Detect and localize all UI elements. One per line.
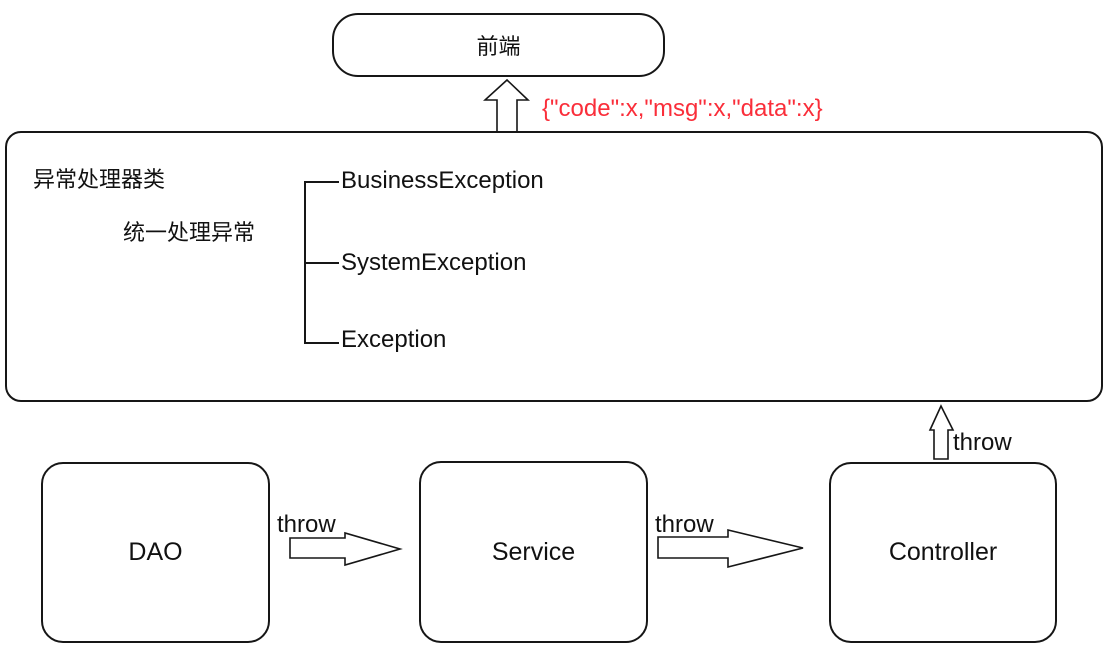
service-label: Service — [491, 537, 576, 566]
tree-branch-line — [305, 342, 339, 344]
throw-label-service-controller: throw — [655, 511, 714, 538]
frontend-label: 前端 — [476, 34, 521, 59]
frontend-box: 前端 — [332, 13, 665, 77]
exception-item-exception: Exception — [341, 326, 447, 353]
up-arrow-icon — [483, 78, 530, 134]
exception-handler-box — [5, 131, 1103, 402]
tree-branch-line — [305, 262, 339, 264]
controller-box: Controller — [829, 462, 1057, 643]
handler-title: 异常处理器类 — [33, 167, 166, 192]
handler-subtitle: 统一处理异常 — [123, 220, 256, 245]
right-arrow-icon — [289, 531, 403, 567]
exception-item-system: SystemException — [341, 249, 527, 276]
dao-label: DAO — [128, 538, 183, 566]
response-json-label: {"code":x,"msg":x,"data":x} — [542, 95, 823, 122]
controller-label: Controller — [888, 538, 998, 566]
service-box: Service — [419, 461, 648, 643]
right-arrow-icon — [657, 528, 804, 569]
throw-label-dao-service: throw — [277, 511, 336, 538]
up-arrow-icon — [928, 404, 955, 460]
dao-box: DAO — [41, 462, 270, 643]
tree-branch-line — [305, 181, 339, 183]
exception-item-business: BusinessException — [341, 167, 544, 194]
throw-label-controller-handler: throw — [953, 429, 1012, 456]
